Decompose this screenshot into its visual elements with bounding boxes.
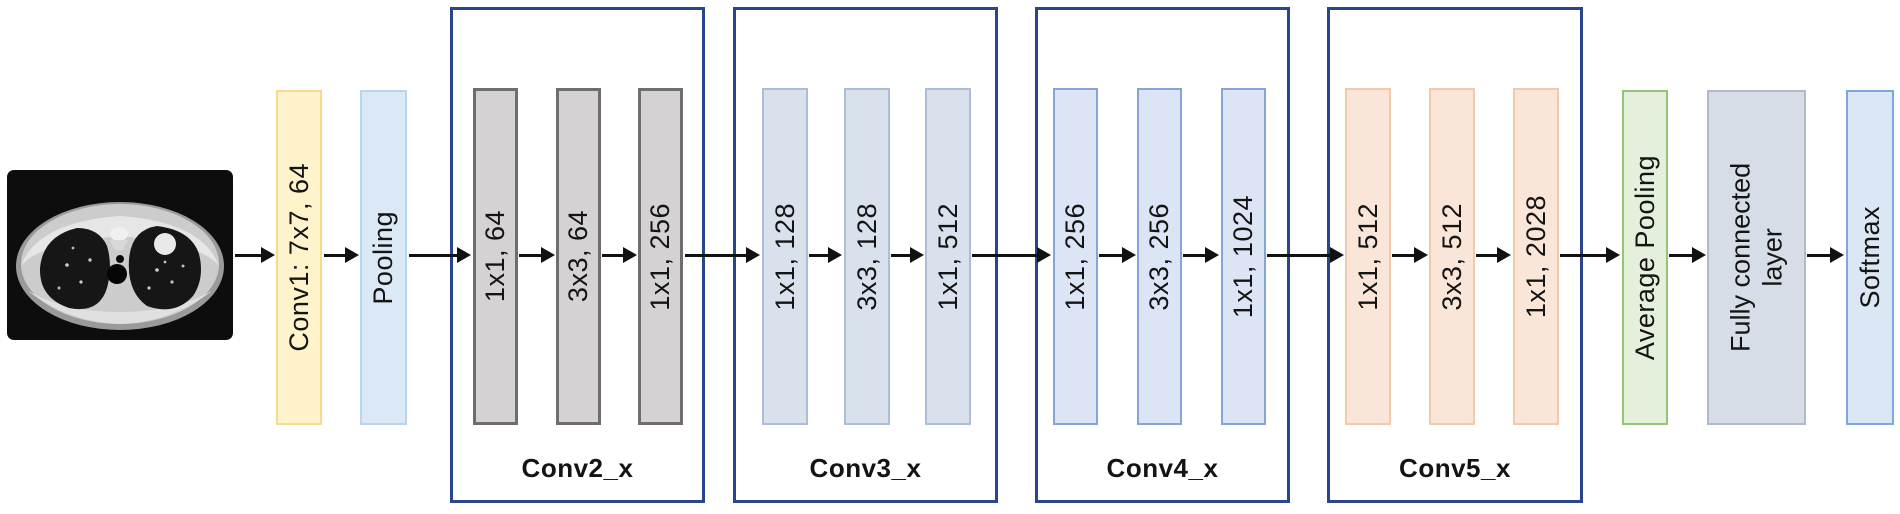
layer-average-pooling: Average Pooling [1622, 90, 1668, 425]
ct-scan-image [7, 170, 233, 340]
layer-softmax: Softmax [1846, 90, 1894, 425]
conv-bar-label: 3x3, 256 [1144, 202, 1174, 311]
conv-bar-label: 1x1, 1024 [1228, 194, 1258, 319]
flow-arrow-icon [519, 245, 555, 265]
fc-label-line1: Fully connected [1725, 162, 1756, 353]
conv-bar-label: 3x3, 64 [563, 210, 593, 303]
conv-bar-label: 1x1, 512 [1352, 202, 1383, 311]
layer-pooling: Pooling [360, 90, 407, 425]
conv-bar: 1x1, 512 [1345, 88, 1391, 425]
flow-arrow-icon [1099, 245, 1136, 265]
conv-bar: 3x3, 512 [1429, 88, 1475, 425]
layer-pooling-label: Pooling [368, 210, 398, 305]
stage-conv4-label: Conv4_x [1106, 453, 1219, 483]
layer-softmax-label: Softmax [1854, 206, 1885, 309]
layer-fully-connected-label: Fully connected layer [1724, 91, 1789, 425]
flow-arrow-icon [1267, 245, 1344, 265]
conv-bar-label: 1x1, 256 [1060, 202, 1090, 311]
flow-arrow-icon [1807, 245, 1844, 265]
stage-conv3-label: Conv3_x [809, 453, 922, 483]
layer-conv1-label: Conv1: 7x7, 64 [283, 163, 314, 352]
layer-fully-connected: Fully connected layer [1707, 90, 1806, 425]
conv-bar-label: 1x1, 2028 [1520, 194, 1551, 319]
flow-arrow-icon [235, 245, 275, 265]
flow-arrow-icon [809, 245, 842, 265]
flow-arrow-icon [1560, 245, 1620, 265]
conv-bar-label: 1x1, 128 [769, 202, 800, 311]
conv-bar: 3x3, 64 [556, 88, 601, 425]
ct-scan-graphic [7, 170, 233, 340]
flow-arrow-icon [1476, 245, 1511, 265]
conv-bar: 1x1, 256 [638, 88, 683, 425]
conv-bar: 3x3, 128 [844, 88, 890, 425]
conv-bar: 1x1, 1024 [1221, 88, 1266, 425]
flow-arrow-icon [602, 245, 637, 265]
conv-bar: 1x1, 64 [473, 88, 518, 425]
flow-arrow-icon [685, 245, 760, 265]
flow-arrow-icon [1669, 245, 1706, 265]
conv-bar: 3x3, 256 [1137, 88, 1182, 425]
conv-bar: 1x1, 256 [1053, 88, 1098, 425]
layer-conv1: Conv1: 7x7, 64 [276, 90, 322, 425]
conv-bar-label: 1x1, 64 [480, 210, 510, 303]
conv-bar-label: 3x3, 512 [1436, 202, 1467, 311]
flow-arrow-icon [324, 245, 359, 265]
stage-conv5-label: Conv5_x [1399, 453, 1511, 483]
conv-bar: 1x1, 2028 [1513, 88, 1559, 425]
layer-average-pooling-label: Average Pooling [1629, 154, 1660, 361]
flow-arrow-icon [1392, 245, 1428, 265]
flow-arrow-icon [409, 245, 471, 265]
conv-bar-label: 1x1, 512 [932, 202, 963, 311]
flow-arrow-icon [891, 245, 924, 265]
conv-bar: 1x1, 512 [925, 88, 971, 425]
flow-arrow-icon [972, 245, 1051, 265]
flow-arrow-icon [1183, 245, 1219, 265]
stage-conv2-label: Conv2_x [521, 453, 634, 483]
conv-bar-label: 1x1, 256 [645, 202, 675, 311]
conv-bar: 1x1, 128 [762, 88, 808, 425]
fc-label-line2: layer [1757, 228, 1788, 287]
conv-bar-label: 3x3, 128 [851, 202, 882, 311]
